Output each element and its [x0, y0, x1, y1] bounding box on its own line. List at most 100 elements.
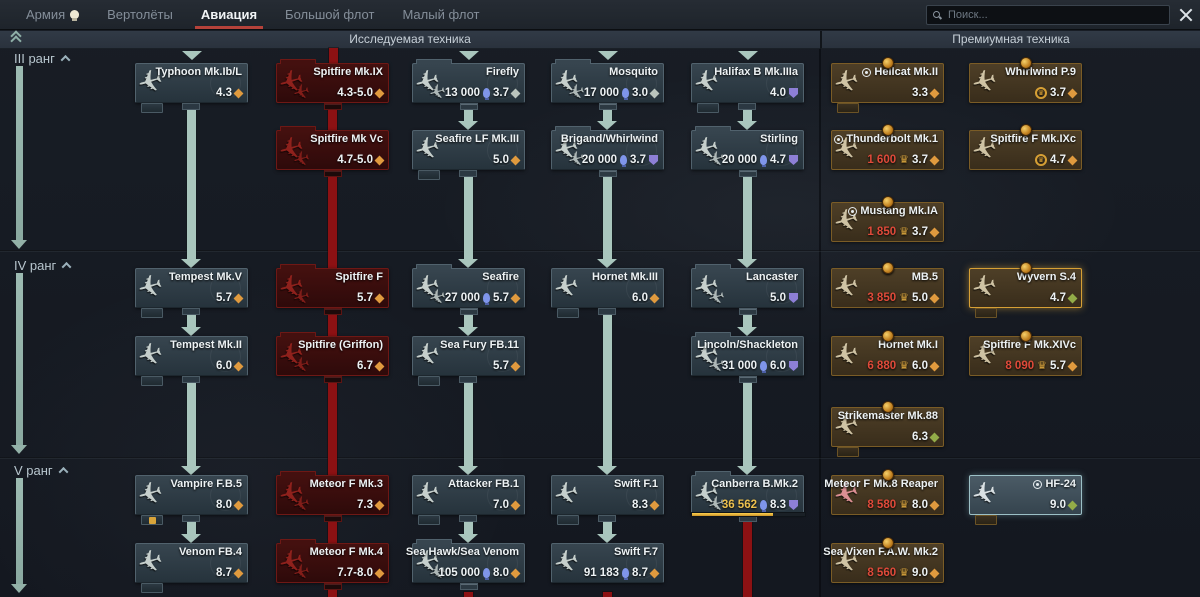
- br-diamond-icon: [929, 293, 940, 303]
- tab-coastal-fleet[interactable]: Малый флот: [388, 0, 493, 30]
- folder-expand-button[interactable]: [323, 103, 342, 110]
- folder-expand-button[interactable]: [323, 515, 342, 522]
- vehicle-card-spit-griffon[interactable]: ✈✈Spitfire (Griffon)6.7: [275, 332, 389, 383]
- rank-label-3[interactable]: III ранг: [14, 51, 71, 66]
- folder-expand-button[interactable]: [459, 103, 478, 110]
- folder-expand-button[interactable]: [598, 103, 617, 110]
- modification-slot[interactable]: [141, 515, 163, 525]
- modification-slot[interactable]: [418, 376, 440, 386]
- research-points-icon: [760, 361, 767, 373]
- folder-expand-button[interactable]: [323, 308, 342, 315]
- cost-value: 105 000: [438, 567, 480, 579]
- flow-arrow: [603, 313, 612, 467]
- tab-bluewater-fleet[interactable]: Большой флот: [271, 0, 388, 30]
- premium-medal-icon: [881, 124, 894, 136]
- modification-slot[interactable]: [418, 170, 440, 180]
- modification-slot[interactable]: [141, 308, 163, 318]
- modification-slot[interactable]: [141, 103, 163, 113]
- vehicle-name: Meteor F Mk.3: [279, 478, 383, 490]
- search-box[interactable]: [926, 5, 1170, 25]
- vehicle-card-whirlwind-p9[interactable]: ✈Whirlwind P.9♛3.7: [968, 57, 1082, 103]
- modification-slot[interactable]: [141, 583, 163, 593]
- folder-expand-button[interactable]: [323, 376, 342, 383]
- battle-rating: 5.7: [493, 292, 509, 304]
- folder-expand-button[interactable]: [323, 583, 342, 590]
- cost-value: 91 183: [583, 567, 619, 579]
- br-diamond-icon: [929, 432, 940, 442]
- tab-army[interactable]: Армия: [12, 0, 93, 30]
- folder-expand-button[interactable]: [738, 376, 757, 383]
- modification-slot[interactable]: [837, 103, 859, 113]
- folder-expand-button[interactable]: [598, 170, 617, 177]
- modification-slot[interactable]: [975, 515, 997, 525]
- vehicle-name: Meteor F Mk.4: [279, 546, 383, 558]
- rank-label-4[interactable]: IV ранг: [14, 258, 72, 273]
- rank-label-5[interactable]: V ранг: [14, 463, 69, 478]
- modification-slot[interactable]: [418, 515, 440, 525]
- modification-slot[interactable]: [141, 376, 163, 386]
- folder-expand-button[interactable]: [738, 170, 757, 177]
- vehicle-name: Meteor F Mk.8 Reaper: [824, 478, 938, 490]
- golden-eagles-icon: ♛: [1037, 359, 1047, 372]
- battle-rating: 4.3: [216, 87, 232, 99]
- vehicle-name-text: Canberra B.Mk.2: [711, 478, 798, 490]
- modification-slot[interactable]: [837, 447, 859, 457]
- vehicle-name-text: Thunderbolt Mk.1: [846, 133, 938, 145]
- vehicle-card-spit-ixc[interactable]: ✈Spitfire F Mk.IXc♛4.7: [968, 124, 1082, 170]
- vehicle-name-text: Lincoln/Shackleton: [697, 339, 798, 351]
- modification-slot[interactable]: [975, 308, 997, 318]
- battle-rating: 7.3: [357, 499, 373, 511]
- tab-aviation[interactable]: Авиация: [187, 0, 271, 30]
- battle-rating: 4.7-5.0: [337, 154, 373, 166]
- modification-slot[interactable]: [557, 515, 579, 525]
- modification-slot[interactable]: [697, 103, 719, 113]
- tab-helicopters[interactable]: Вертолёты: [93, 0, 187, 30]
- folder-expand-button[interactable]: [459, 583, 478, 590]
- search-input[interactable]: [946, 8, 1163, 22]
- folder-expand-button[interactable]: [323, 170, 342, 177]
- folder-expand-button[interactable]: [459, 308, 478, 315]
- flow-arrowhead-icon: [458, 121, 478, 130]
- modification-slot[interactable]: [557, 308, 579, 318]
- flow-arrow: [743, 175, 752, 260]
- folder-expand-button[interactable]: [738, 308, 757, 315]
